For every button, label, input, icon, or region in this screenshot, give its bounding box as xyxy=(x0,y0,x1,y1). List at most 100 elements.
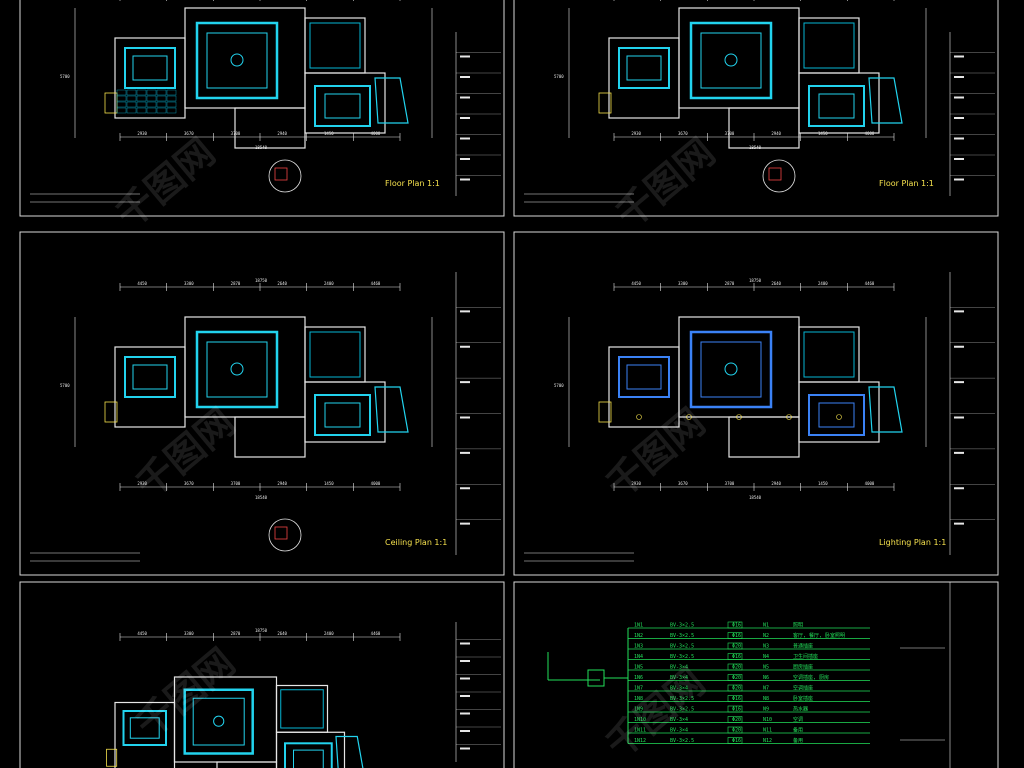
title-block-text xyxy=(460,695,470,697)
branch-size: Φ20 xyxy=(732,686,741,692)
chandelier-symbol xyxy=(724,53,738,67)
title-block-text xyxy=(460,55,470,58)
title-block-text xyxy=(460,416,470,419)
branch-size: Φ16 xyxy=(732,654,741,660)
ceiling-inner xyxy=(626,55,662,81)
branch-wire: BV-3×2.5 xyxy=(670,654,694,660)
branch-code: 1N10 xyxy=(634,717,646,723)
dimension-label: 2870 xyxy=(231,631,241,636)
dimension-label: 3700 xyxy=(725,481,735,486)
detail-callout-mark xyxy=(768,167,782,181)
ceiling-inner xyxy=(818,93,855,119)
branch-circuit: N4 xyxy=(763,654,769,660)
sheet-title: Ceiling Plan 1:1 xyxy=(385,538,447,547)
ceiling-outline xyxy=(195,330,279,409)
balcony-outline xyxy=(374,77,409,124)
floor-tile xyxy=(126,89,137,96)
sheet-frame xyxy=(513,0,999,217)
dimension-label: 3300 xyxy=(678,281,688,286)
dimension-label: 3700 xyxy=(231,131,241,136)
detail-callout-circle xyxy=(268,159,302,193)
branch-wire: BV-3×4 xyxy=(670,686,688,692)
dimension-label: 1450 xyxy=(818,481,828,486)
branch-description: 卫生间插座 xyxy=(793,653,818,660)
ceiling-inner xyxy=(626,364,662,390)
ceiling-inner xyxy=(293,749,324,768)
floor-tile xyxy=(116,107,127,114)
branch-code: 1N4 xyxy=(634,654,643,660)
branch-code: 1N8 xyxy=(634,696,643,702)
detail-callout-mark xyxy=(274,167,288,181)
ceiling-inner xyxy=(324,402,361,428)
ceiling-outline xyxy=(618,47,670,89)
branch-breaker-symbol xyxy=(727,705,743,713)
branch-code: 1N5 xyxy=(634,665,643,671)
title-block-text xyxy=(460,642,470,645)
dimension-label: 2640 xyxy=(277,631,287,636)
branch-circuit: N1 xyxy=(763,623,769,629)
branch-wire: BV-3×4 xyxy=(670,665,688,671)
ceiling-outline xyxy=(183,688,254,755)
side-dimension-label: 5700 xyxy=(554,383,564,388)
ceiling-inner xyxy=(818,402,855,428)
window-symbol xyxy=(598,92,612,114)
total-dimension: 18540 xyxy=(255,495,268,500)
floor-tile xyxy=(116,89,127,96)
title-block-text xyxy=(460,178,470,181)
branch-circuit: N3 xyxy=(763,644,769,650)
dimension-label: 3300 xyxy=(184,631,194,636)
balcony-outline xyxy=(868,386,903,433)
dimension-label: 2400 xyxy=(818,281,828,286)
room-outline xyxy=(309,331,361,378)
floor-tile xyxy=(116,101,127,108)
branch-code: 1N2 xyxy=(634,633,643,639)
side-dimension-label: 5700 xyxy=(60,383,70,388)
branch-description: 空调插座, 厨房 xyxy=(793,674,829,681)
floor-tile xyxy=(166,101,177,108)
light-fixture-symbol xyxy=(836,414,842,420)
chandelier-symbol xyxy=(724,362,738,376)
dimension-label: 4000 xyxy=(371,481,381,486)
floor-tile xyxy=(116,95,127,102)
title-block-text xyxy=(460,381,470,384)
branch-description: 照明 xyxy=(793,623,803,629)
dimension-label: 2930 xyxy=(631,131,641,136)
branch-description: 空调 xyxy=(793,716,803,723)
floor-tile xyxy=(156,107,167,114)
room-wall xyxy=(798,381,880,443)
dimension-label: 3670 xyxy=(184,131,194,136)
dimension-label: 3700 xyxy=(231,481,241,486)
ceiling-outline xyxy=(808,85,865,127)
branch-wire: BV-3×4 xyxy=(670,675,688,681)
room-wall xyxy=(275,731,346,768)
title-block-text xyxy=(460,660,470,662)
branch-code: 1N7 xyxy=(634,686,643,692)
title-block-text xyxy=(954,522,964,525)
title-block-text xyxy=(954,178,964,181)
window-symbol xyxy=(106,748,118,767)
branch-size: Φ20 xyxy=(732,675,741,681)
branch-size: Φ20 xyxy=(732,717,741,723)
floor-tile xyxy=(166,95,177,102)
dimension-label: 2930 xyxy=(137,131,147,136)
branch-breaker-symbol xyxy=(727,716,743,723)
title-block-text xyxy=(460,158,470,160)
ceiling-inner xyxy=(206,341,268,398)
branch-description: 客厅, 餐厅, 卧室照明 xyxy=(793,632,845,639)
room-outline xyxy=(803,22,855,69)
title-block-text xyxy=(954,416,964,419)
chandelier-symbol xyxy=(230,362,244,376)
floor-tile xyxy=(156,101,167,108)
dimension-label: 4460 xyxy=(371,281,381,286)
detail-callout-circle xyxy=(268,518,302,552)
title-block-text xyxy=(460,76,470,78)
ceiling-outline xyxy=(124,47,176,89)
dimension-label: 3670 xyxy=(184,481,194,486)
title-block-text xyxy=(954,451,964,454)
sheet-frame xyxy=(19,0,505,217)
branch-wire: BV-3×4 xyxy=(670,717,688,723)
branch-circuit: N11 xyxy=(763,728,772,734)
room-wall xyxy=(216,761,278,768)
